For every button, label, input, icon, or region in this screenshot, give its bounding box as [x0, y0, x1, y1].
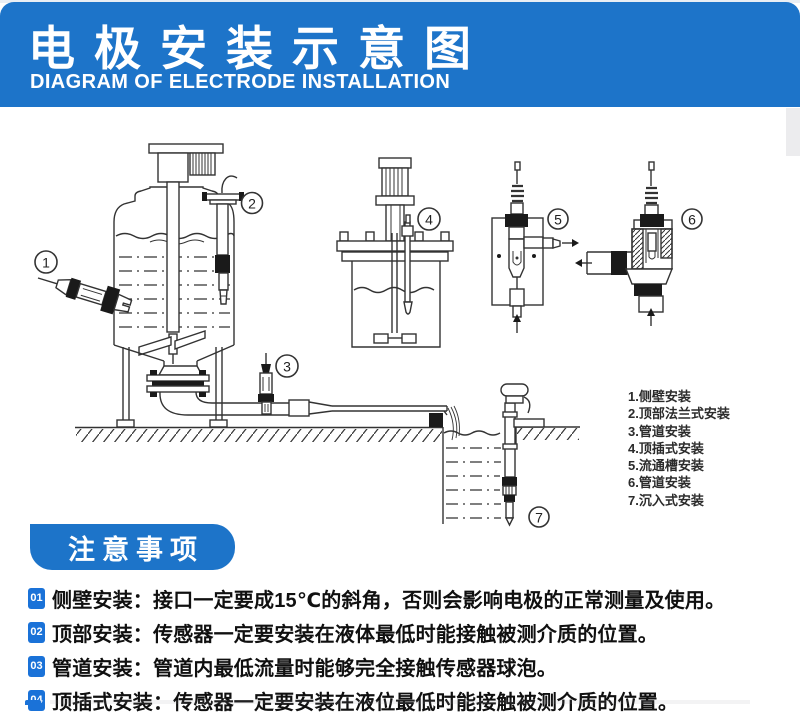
legend-item-4: 4.顶插式安装 — [628, 440, 704, 456]
legend-item-2: 2.顶部法兰式安装 — [628, 406, 730, 422]
svg-text:2: 2 — [248, 196, 256, 212]
legend-item-5: 5.流通槽安装 — [628, 458, 704, 474]
pipe-elbow-fitting — [575, 161, 674, 326]
callout-3: 3 — [275, 354, 299, 378]
scrollbar-thumb[interactable] — [786, 108, 800, 156]
ground-hatching — [75, 426, 580, 442]
legend-item-1: 1.侧壁安装 — [628, 389, 691, 404]
legend: 1.侧壁安装 2.顶部法兰式安装 3.管道安装 4.顶插式安装 5.流通槽安装 … — [628, 388, 730, 509]
notes-heading-label: 注意事项 — [68, 534, 204, 565]
legend-item-6: 6.管道安装 — [628, 475, 691, 491]
svg-text:3: 3 — [283, 359, 291, 375]
legend-item-3: 3.管道安装 — [628, 423, 691, 439]
page-subtitle: DIAGRAM OF ELECTRODE INSTALLATION — [30, 71, 451, 93]
note-text: 侧壁安装：接口一定要成15℃的斜角，否则会影响电极的正常测量及使用。 — [52, 589, 726, 612]
notes-list: 01 侧壁安装：接口一定要成15℃的斜角，否则会影响电极的正常测量及使用。 02… — [28, 581, 796, 717]
electrode-pipe-mount — [258, 353, 274, 415]
electrode-side-wall — [37, 277, 133, 315]
note-text: 管道安装：管道内最低流量时能够完全接触传感器球泡。 — [52, 657, 557, 680]
note-number-badge: 03 — [28, 655, 45, 677]
note-number-badge: 02 — [28, 621, 45, 643]
callout-7: 7 — [528, 506, 550, 528]
electrode-top-flange — [202, 175, 244, 305]
legend-item-7: 7.沉入式安装 — [628, 492, 704, 508]
immersion-assembly — [442, 383, 545, 527]
callout-4: 4 — [417, 207, 441, 231]
callout-5: 5 — [547, 208, 569, 230]
note-item-1: 01 侧壁安装：接口一定要成15℃的斜角，否则会影响电极的正常测量及使用。 — [28, 581, 796, 615]
top-insert-tank — [336, 157, 454, 348]
svg-text:5: 5 — [554, 212, 562, 228]
note-item-3: 03 管道安装：管道内最低流量时能够完全接触传感器球泡。 — [28, 649, 796, 683]
page-title: 电极安装示意图 — [28, 22, 490, 75]
drain-pipe — [159, 391, 460, 441]
callouts: 1 2 3 4 5 — [34, 191, 703, 528]
note-badge-cutoff — [25, 700, 41, 705]
top-strip — [0, 0, 800, 3]
callout-6: 6 — [681, 208, 703, 230]
svg-text:1: 1 — [42, 255, 50, 271]
callout-2: 2 — [240, 191, 264, 215]
callout-1: 1 — [34, 250, 58, 274]
svg-text:7: 7 — [535, 510, 543, 526]
header-banner: 电极安装示意图 DIAGRAM OF ELECTRODE INSTALLATIO… — [0, 2, 800, 107]
flow-cell — [491, 161, 579, 333]
note-text: 顶插式安装：传感器一定要安装在液位最低时能接触被测介质的位置。 — [52, 691, 679, 714]
svg-text:6: 6 — [688, 212, 696, 228]
cutoff-text-ghost — [50, 700, 750, 704]
note-number-badge: 01 — [28, 587, 45, 609]
note-text: 顶部安装：传感器一定要安装在液体最低时能接触被测介质的位置。 — [52, 623, 658, 646]
note-item-2: 02 顶部安装：传感器一定要安装在液体最低时能接触被测介质的位置。 — [28, 615, 796, 649]
svg-text:4: 4 — [425, 212, 433, 228]
stirred-tank — [113, 143, 235, 428]
notes-heading-banner: 注意事项 — [30, 524, 235, 570]
